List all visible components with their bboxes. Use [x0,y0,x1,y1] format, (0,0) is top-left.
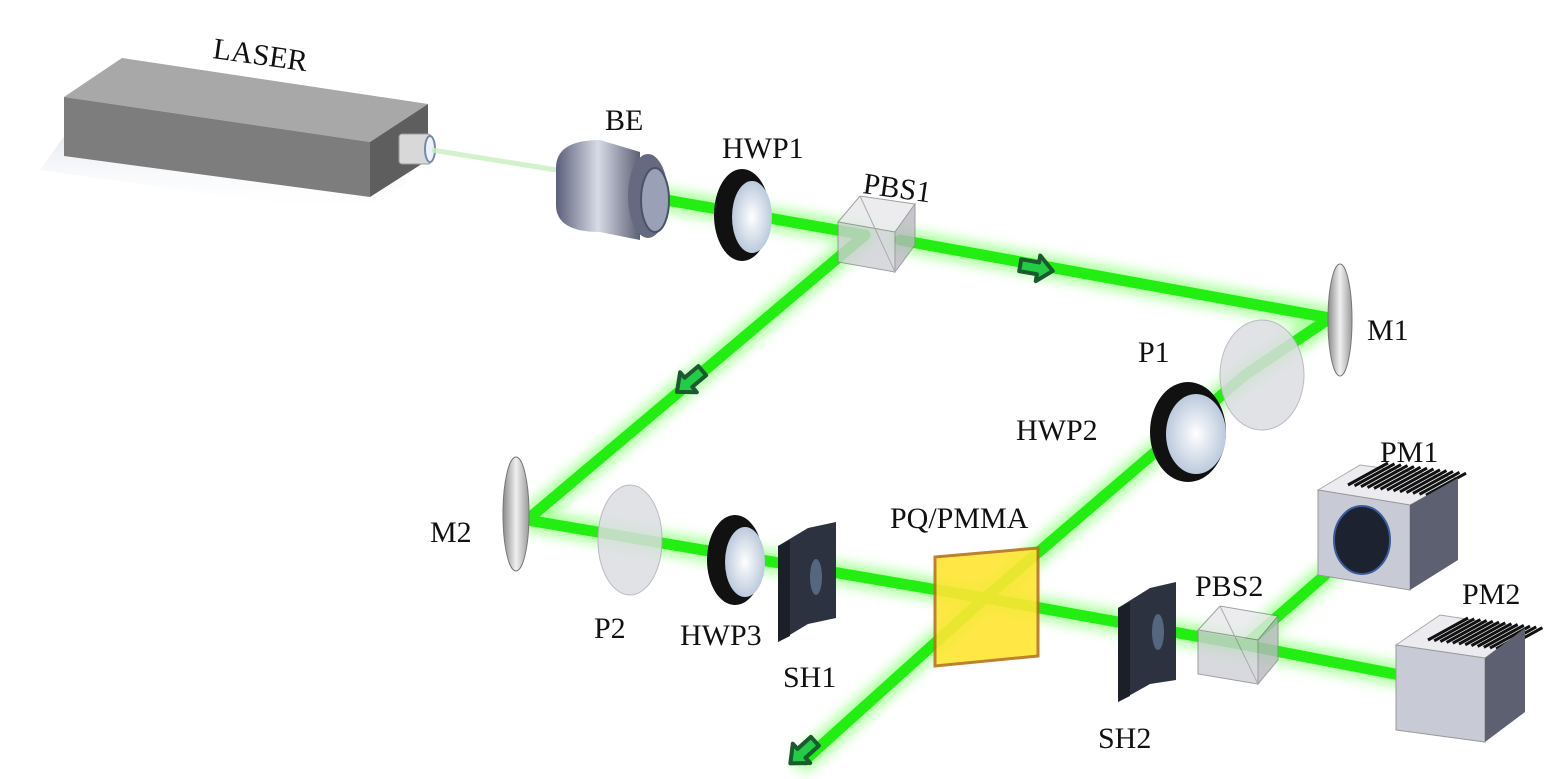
sh1-edge [778,540,790,642]
pm2-front [1395,644,1486,743]
pm2-stripes-stripe [1433,617,1475,643]
beam-expander-body [556,140,640,240]
pm2-side [1485,628,1525,742]
power-meter-1 [1316,461,1467,591]
label-p1: P1 [1138,336,1170,369]
laser-top-face [64,58,428,142]
hwp1-lens [732,181,772,253]
pm1-stripes-stripe [1405,469,1448,494]
half-wave-plate-1 [714,169,772,261]
arrow-to-m1-icon [1017,253,1055,284]
polarizing-beam-splitter-2 [1197,605,1279,686]
beam-direction-arrows [674,253,1055,766]
label-laser: LASER [211,32,310,78]
component-labels: LASER BE HWP1 PBS1 M1 P1 HWP2 PM1 PM2 M2… [211,32,1520,755]
pm2-stripes-stripe [1458,620,1500,646]
mirror-2 [502,456,530,572]
label-hwp2: HWP2 [1016,414,1098,447]
label-pbs2: PBS2 [1195,570,1263,603]
label-m2: M2 [430,516,472,549]
label-hwp1: HWP1 [722,132,804,165]
beam-expander [556,140,670,240]
label-hwp3: HWP3 [680,619,762,652]
pbs2-front [1197,629,1259,685]
pm1-stripes-stripe [1379,465,1422,491]
half-wave-plate-3 [707,515,765,605]
hwp3-lens [725,527,765,597]
mirror-1 [1327,263,1353,377]
label-pm1: PM1 [1380,436,1438,469]
pbs2-diagonal [1219,605,1259,685]
pm1-stripes-stripe [1353,462,1396,488]
sample-plate [933,546,1040,668]
pm2-stripes-stripe [1427,616,1469,642]
beam-pbs1-m1 [894,234,1336,324]
pm2-stripes-stripe [1464,621,1506,647]
polarizer-2 [597,484,663,596]
pbs1-diagonal [859,195,896,273]
pm2-stripes-stripe [1452,619,1494,645]
pm1-vents [1347,461,1467,497]
pm2-stripes-stripe [1439,618,1482,643]
pm2-stripes-stripe [1445,619,1488,644]
label-sample: PQ/PMMA [890,502,1029,535]
label-sh2: SH2 [1098,722,1151,755]
label-sh1: SH1 [783,661,836,694]
pm2-stripes-stripe [1483,623,1525,649]
shutter-1 [778,522,836,642]
p2-disk [597,484,663,596]
label-m1: M1 [1367,314,1409,347]
m2-body [502,456,530,572]
hwp2-lens [1166,394,1226,474]
pm1-sensor [1333,505,1391,575]
laser-beams [516,187,1411,771]
arrow-to-m2-icon [674,364,709,395]
polarizer-1 [1219,319,1305,431]
pm1-stripes-stripe [1425,471,1467,497]
shutter-2 [1118,582,1176,702]
sample-pq-pmma [933,546,1040,668]
pm1-stripes-stripe [1347,461,1389,487]
pm1-stripes-stripe [1399,468,1441,494]
pm1-stripes-stripe [1412,470,1454,495]
arrow-exit-icon [788,734,821,766]
sh2-body [1118,582,1176,702]
label-p2: P2 [594,612,626,645]
pm2-stripes-stripe [1470,622,1513,647]
label-be: BE [605,104,643,137]
laser-source [40,58,436,215]
pm1-stripes-stripe [1392,467,1435,493]
laser-front-face [64,97,370,197]
pm1-side [1410,478,1458,590]
sh2-aperture [1152,614,1164,650]
m1-body [1327,263,1353,377]
pbs1-side [894,202,916,274]
pm1-stripes-stripe [1418,470,1461,496]
beam-expander-lens [640,167,670,233]
p1-disk [1219,319,1305,431]
pbs2-side [1257,614,1279,686]
pm1-stripes-stripe [1373,465,1415,490]
polarizing-beam-splitter-1 [837,195,916,274]
pm1-stripes-stripe [1360,463,1402,489]
half-wave-plate-2 [1150,382,1226,482]
pm2-stripes-stripe [1476,623,1519,648]
power-meter-2 [1394,614,1544,743]
pm1-stripes-stripe [1366,464,1409,489]
label-pm2: PM2 [1462,578,1520,611]
sh1-body [778,522,836,642]
sh2-edge [1118,602,1130,702]
sh1-aperture [810,559,822,595]
pm1-stripes-stripe [1386,466,1428,492]
